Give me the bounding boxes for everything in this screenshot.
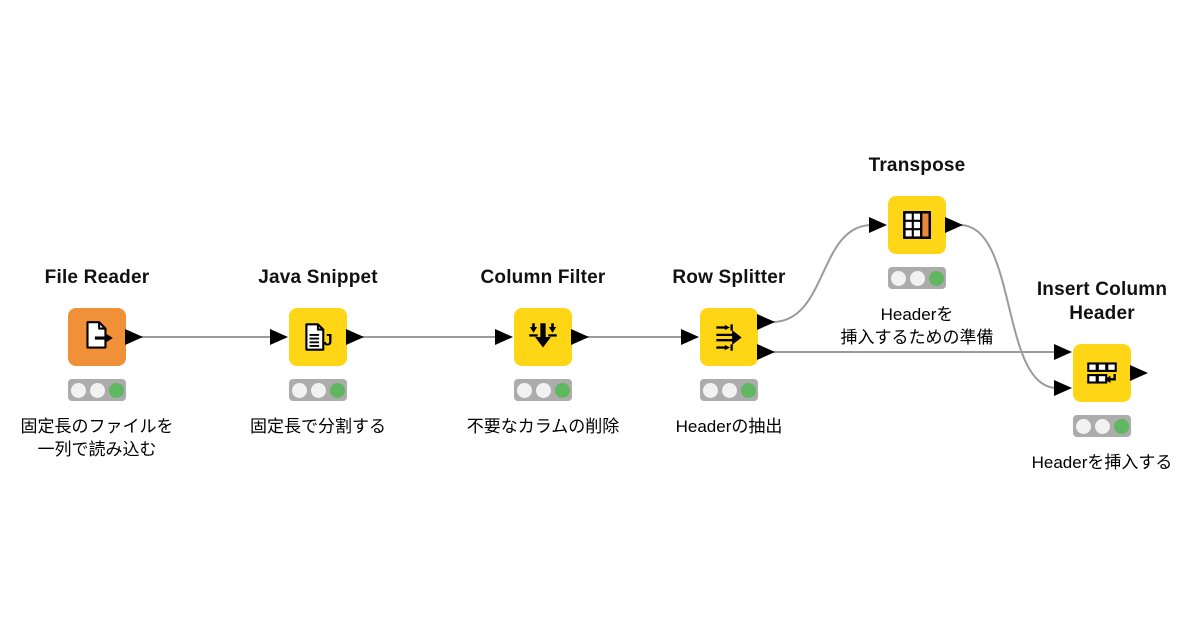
output-port-bottom[interactable] (757, 344, 775, 360)
status-yellow-bulb (1094, 418, 1110, 434)
input-port[interactable] (270, 329, 288, 345)
status-green-bulb (740, 382, 756, 398)
status-red-bulb (702, 382, 718, 398)
status-green-bulb (554, 382, 570, 398)
output-port[interactable] (1130, 365, 1148, 381)
status-traffic-light (700, 379, 758, 401)
status-red-bulb (890, 270, 906, 286)
node-file-reader: File Reader 固定長のファイルを 一列で読み込む (5, 267, 189, 461)
output-port[interactable] (571, 329, 589, 345)
status-traffic-light (289, 379, 347, 401)
status-red-bulb (1075, 418, 1091, 434)
status-green-bulb (108, 382, 124, 398)
status-red-bulb (291, 382, 307, 398)
output-port[interactable] (945, 217, 963, 233)
status-yellow-bulb (535, 382, 551, 398)
row-splitter-icon[interactable] (700, 308, 758, 366)
input-port-top[interactable] (1054, 344, 1072, 360)
input-port[interactable] (495, 329, 513, 345)
wire-rowsplitter-transpose[interactable] (771, 224, 873, 323)
output-port[interactable] (346, 329, 364, 345)
output-port[interactable] (125, 329, 143, 345)
node-column-filter: Column Filter (451, 267, 635, 438)
transpose-icon[interactable] (888, 196, 946, 254)
status-red-bulb (70, 382, 86, 398)
input-port-bottom[interactable] (1054, 380, 1072, 396)
java-snippet-icon[interactable]: J (289, 308, 347, 366)
node-title: Transpose (868, 155, 966, 176)
status-yellow-bulb (310, 382, 326, 398)
node-title: Row Splitter (672, 267, 786, 288)
node-title: Insert Column Header (1036, 279, 1168, 324)
status-traffic-light (1073, 415, 1131, 437)
node-annotation: Headerを 挿入するための準備 (840, 305, 994, 347)
node-annotation: 固定長のファイルを 一列で読み込む (20, 417, 174, 459)
status-traffic-light (68, 379, 126, 401)
output-port-top[interactable] (757, 314, 775, 330)
file-reader-icon[interactable] (68, 308, 126, 366)
status-yellow-bulb (909, 270, 925, 286)
status-green-bulb (928, 270, 944, 286)
status-green-bulb (329, 382, 345, 398)
node-title: File Reader (44, 267, 150, 288)
insert-column-header-icon[interactable] (1073, 344, 1131, 402)
status-yellow-bulb (89, 382, 105, 398)
node-annotation: Headerを挿入する (1031, 453, 1173, 472)
status-traffic-light (514, 379, 572, 401)
column-filter-icon[interactable] (514, 308, 572, 366)
svg-text:J: J (323, 330, 332, 349)
status-yellow-bulb (721, 382, 737, 398)
node-annotation: Headerの抽出 (675, 417, 783, 436)
status-green-bulb (1113, 418, 1129, 434)
node-row-splitter: Row Splitter (637, 267, 821, 438)
status-traffic-light (888, 267, 946, 289)
node-transpose: Transpose Headerを 挿入するための準備 (825, 155, 1009, 349)
node-annotation: 固定長で分割する (250, 417, 386, 436)
node-title: Java Snippet (258, 267, 378, 288)
wire-transpose-insertcolumnheader[interactable] (959, 224, 1058, 389)
node-java-snippet: Java Snippet J 固定長で分割する (226, 267, 410, 438)
status-red-bulb (516, 382, 532, 398)
node-annotation: 不要なカラムの削除 (466, 417, 620, 436)
input-port[interactable] (869, 217, 887, 233)
node-title: Column Filter (480, 267, 606, 288)
input-port[interactable] (681, 329, 699, 345)
node-insert-column-header: Insert Column Header (1010, 279, 1194, 474)
